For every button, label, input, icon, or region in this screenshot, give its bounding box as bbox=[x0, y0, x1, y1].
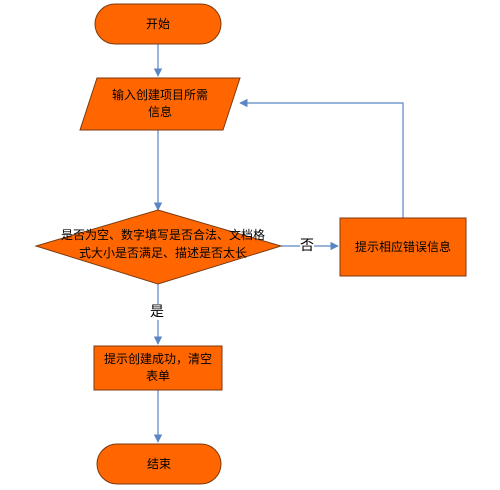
decision-node bbox=[34, 209, 283, 285]
input-label: 输入创建项目所需信息 bbox=[111, 88, 208, 119]
success-node bbox=[93, 345, 223, 391]
error-label: 提示相应错误信息 bbox=[354, 239, 451, 254]
input-node bbox=[79, 77, 241, 131]
start-node bbox=[94, 3, 222, 45]
decision-label: 是否为空、数字填写是否合法、文档格式大小是否满足、描述是否太长 bbox=[60, 228, 265, 260]
success-label: 提示创建成功，清空表单 bbox=[103, 352, 212, 383]
end-node bbox=[96, 443, 222, 485]
end-label: 结束 bbox=[146, 456, 171, 471]
error-node bbox=[339, 217, 467, 277]
edge-error-to-input bbox=[239, 98, 404, 218]
edge-label-no: 否 bbox=[300, 238, 314, 254]
edge-label-yes: 是 bbox=[150, 304, 164, 320]
start-label: 开始 bbox=[145, 16, 170, 31]
